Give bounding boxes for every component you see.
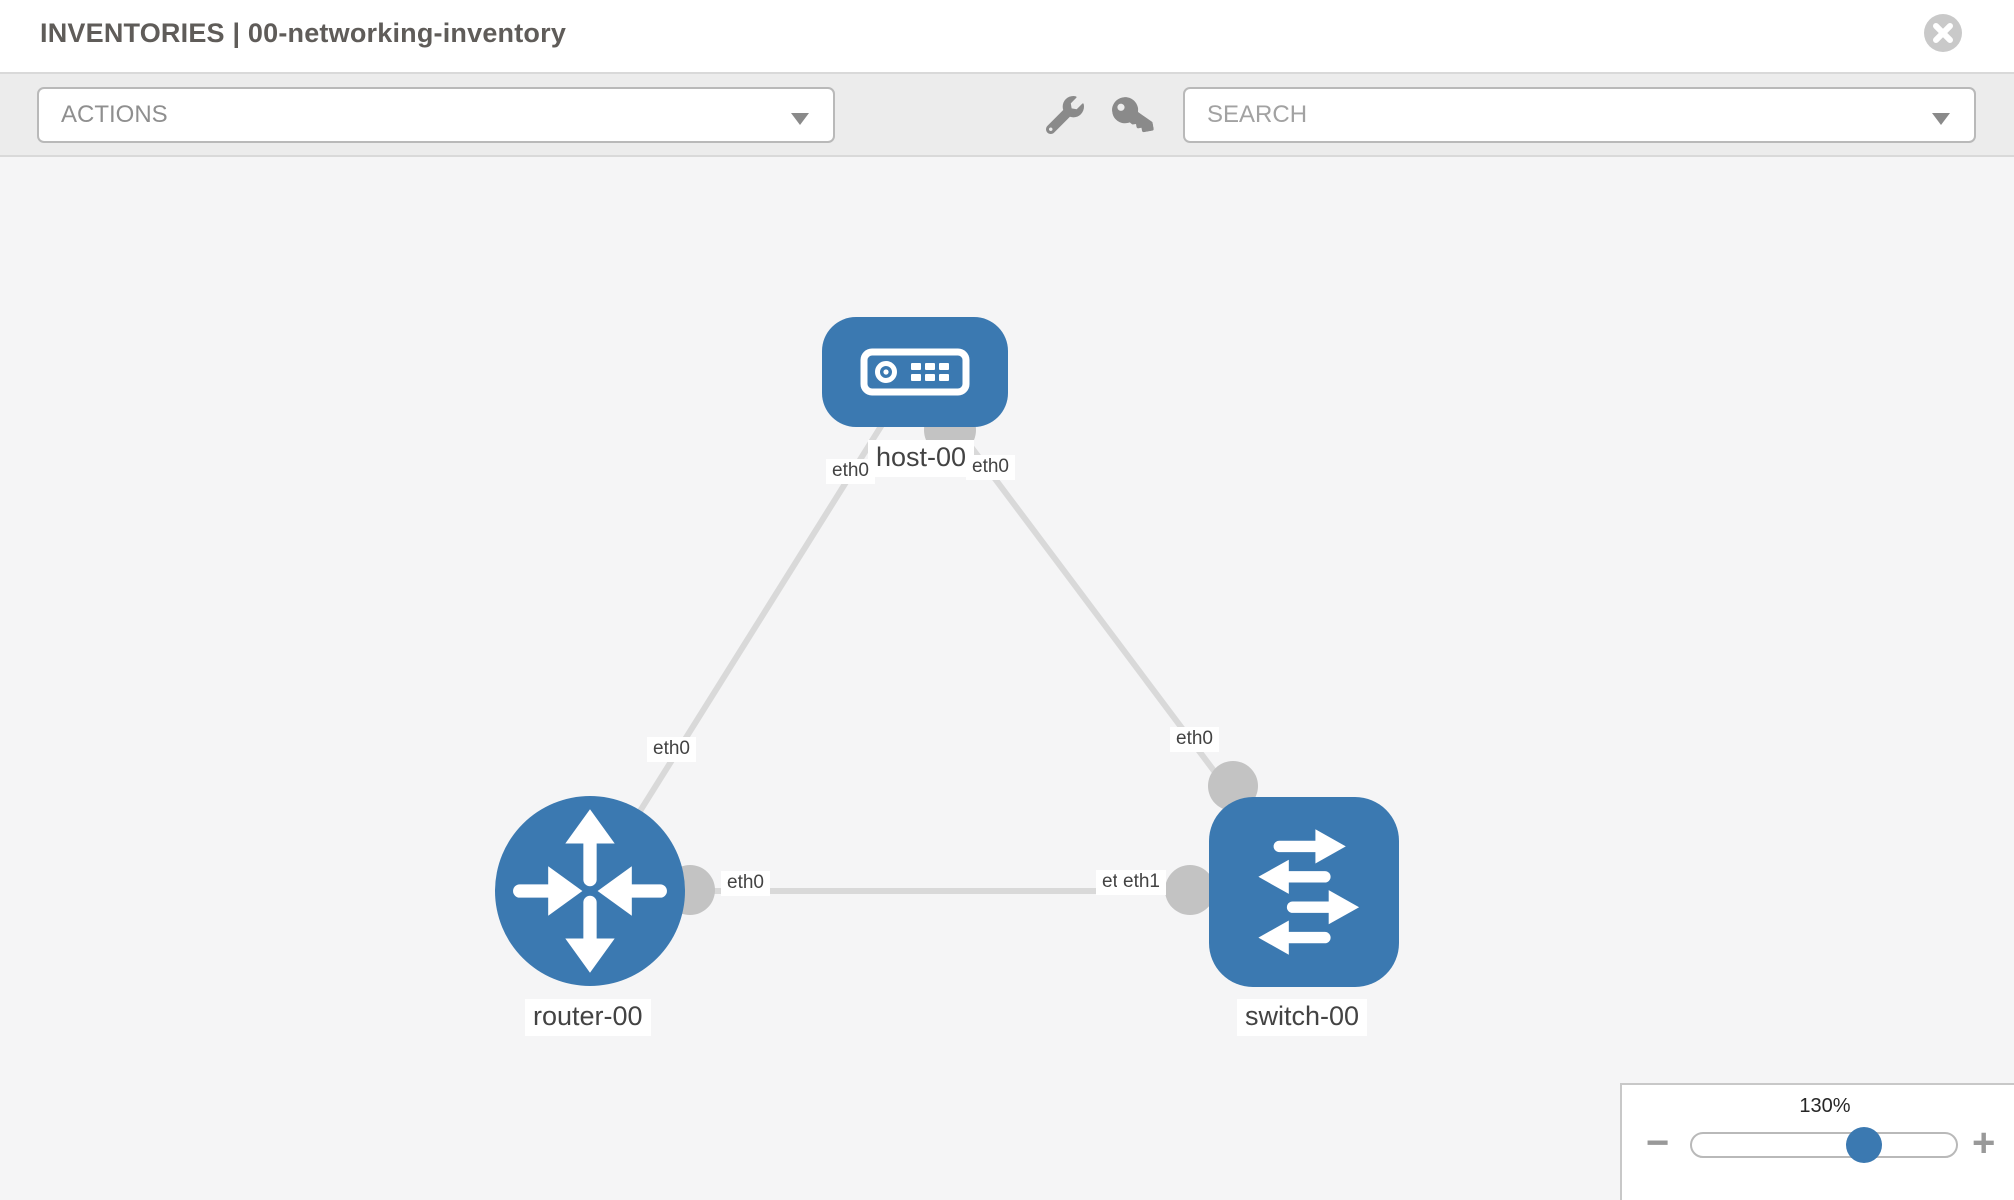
search-input[interactable]: SEARCH: [1183, 87, 1976, 143]
wrench-icon[interactable]: [1046, 96, 1084, 134]
actions-dropdown-label: ACTIONS: [61, 101, 168, 128]
node-router-00[interactable]: [495, 796, 685, 986]
close-icon: [1933, 23, 1953, 43]
zoom-control-panel: 130% − +: [1620, 1083, 2014, 1200]
edge-host-router[interactable]: [587, 370, 918, 893]
interface-label-switch-eth0-uplink: eth0: [1170, 727, 1219, 752]
actions-caret-icon: [791, 113, 809, 125]
node-label-host: host-00: [868, 440, 975, 478]
key-icon[interactable]: [1110, 93, 1154, 137]
page-title: INVENTORIES | 00-networking-inventory: [40, 18, 567, 48]
interface-connector-switch-left[interactable]: [1165, 865, 1215, 915]
close-button[interactable]: [1924, 14, 1962, 52]
router-icon: [513, 809, 667, 973]
node-label-switch: switch-00: [1237, 999, 1368, 1037]
zoom-slider-handle[interactable]: [1846, 1127, 1882, 1163]
header-bar: INVENTORIES | 00-networking-inventory: [0, 0, 2014, 72]
interface-label-host-eth0-left: eth0: [826, 459, 875, 484]
search-placeholder: SEARCH: [1207, 101, 1308, 128]
switch-icon: [1258, 829, 1360, 955]
toolbar: ACTIONS SEARCH: [0, 72, 2014, 157]
node-switch-00[interactable]: [1209, 797, 1399, 987]
node-host-00[interactable]: [822, 317, 1008, 427]
interface-label-router-eth0: eth0: [721, 871, 770, 896]
topology-canvas[interactable]: host-00 router-00 switch-00 eth0 eth0 et…: [0, 157, 2014, 1200]
zoom-level-value: 130%: [1799, 1095, 1851, 1117]
node-label-router: router-00: [525, 999, 651, 1037]
host-icon: [860, 348, 970, 396]
interface-label-switch-eth1: eth1: [1117, 870, 1166, 895]
zoom-slider[interactable]: [1690, 1132, 1958, 1158]
zoom-out-button[interactable]: −: [1646, 1121, 1670, 1165]
interface-label-router-eth0-uplink: eth0: [647, 737, 696, 762]
actions-dropdown[interactable]: ACTIONS: [37, 87, 835, 143]
search-caret-icon: [1932, 113, 1950, 125]
interface-label-host-eth0-right: eth0: [966, 455, 1015, 480]
zoom-in-button[interactable]: +: [1972, 1121, 1996, 1165]
